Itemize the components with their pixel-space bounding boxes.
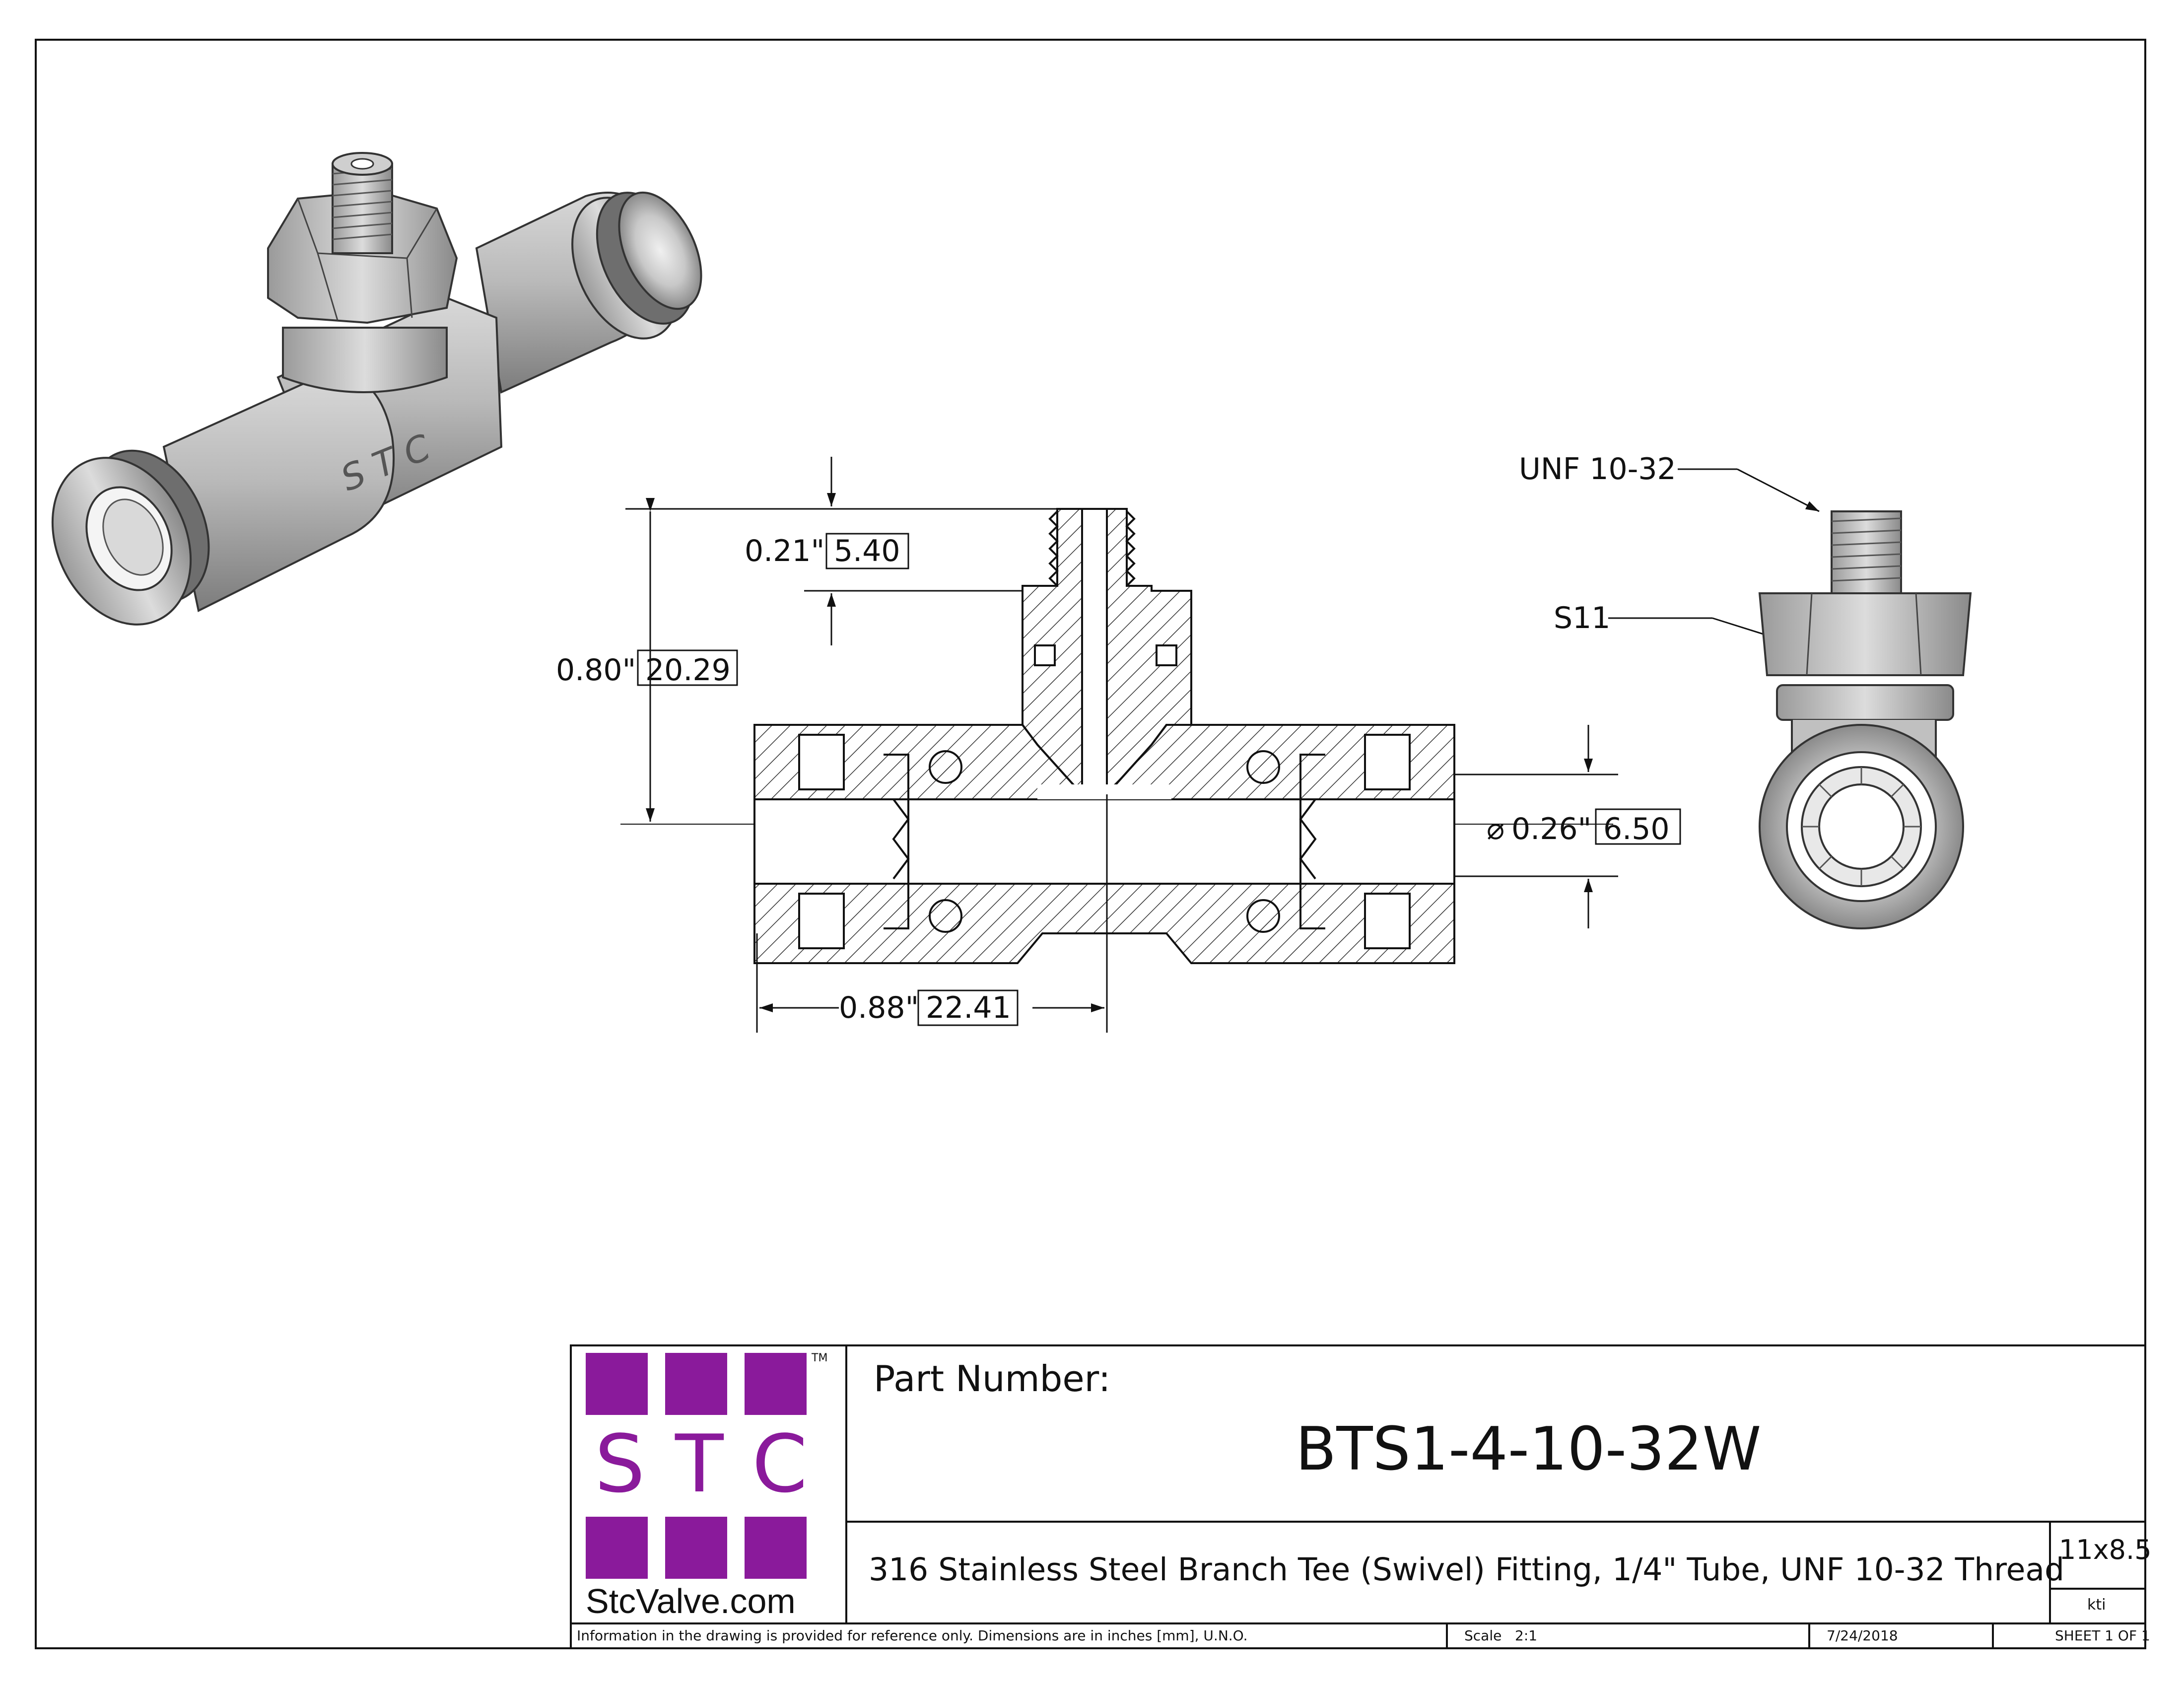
logo-square xyxy=(745,1353,807,1415)
logo-square xyxy=(665,1517,727,1579)
section-body-bottom xyxy=(753,883,1455,964)
logo-square xyxy=(586,1353,648,1415)
isometric-view: S T C xyxy=(51,152,702,626)
section-left-collet xyxy=(798,734,962,949)
dim-dia-mm: 6.50 xyxy=(1603,812,1670,846)
logo-letter-s: S xyxy=(595,1417,645,1510)
dim-dia-symbol: ⌀ xyxy=(1487,812,1504,846)
iso-threaded-stud xyxy=(332,152,393,254)
logo-letter-c: C xyxy=(752,1417,808,1510)
part-number: BTS1-4-10-32W xyxy=(1296,1415,1762,1484)
part-description: 316 Stainless Steel Branch Tee (Swivel) … xyxy=(869,1551,2064,1588)
callout-hex: S11 xyxy=(1554,601,1610,635)
section-bore xyxy=(753,798,1455,885)
dim-length-mm: 22.41 xyxy=(926,990,1011,1025)
iso-left-body xyxy=(51,374,395,626)
dim-stub-mm: 5.40 xyxy=(834,534,900,568)
dim-dia-in: 0.26" xyxy=(1511,812,1591,846)
logo-website[interactable]: StcValve.com xyxy=(586,1582,796,1620)
sheet-number: SHEET 1 OF 1 xyxy=(2055,1627,2150,1644)
title-block-frame xyxy=(570,1344,2146,1649)
section-view xyxy=(620,508,1613,964)
side-hex-nut xyxy=(1758,592,1972,676)
logo-trademark: TM xyxy=(812,1352,828,1364)
part-number-label: Part Number: xyxy=(874,1358,1111,1400)
logo-square xyxy=(745,1517,807,1579)
logo-letter-t: T xyxy=(675,1417,724,1510)
sheet-size: 11x8.5 xyxy=(2059,1534,2152,1565)
disclaimer: Information in the drawing is provided f… xyxy=(577,1627,1248,1644)
drawing-date: 7/24/2018 xyxy=(1827,1627,1898,1644)
scale: Scale 2:1 xyxy=(1464,1627,1538,1644)
stc-logo: TM S T C StcValve.com xyxy=(581,1352,839,1621)
dim-length-in: 0.88" xyxy=(839,990,919,1025)
drawn-by: kti xyxy=(2087,1596,2106,1614)
iso-right-body xyxy=(475,191,702,394)
iso-swivel-collar xyxy=(282,327,448,393)
logo-square xyxy=(586,1517,648,1579)
side-collar xyxy=(1776,684,1954,721)
dim-height-in: 0.80" xyxy=(556,653,636,688)
callout-thread: UNF 10-32 xyxy=(1519,452,1676,487)
dim-stub-in: 0.21" xyxy=(745,534,824,568)
section-right-collet xyxy=(1246,734,1411,949)
logo-square xyxy=(665,1353,727,1415)
dim-height-mm: 20.29 xyxy=(645,653,731,688)
side-view xyxy=(1758,510,1972,929)
